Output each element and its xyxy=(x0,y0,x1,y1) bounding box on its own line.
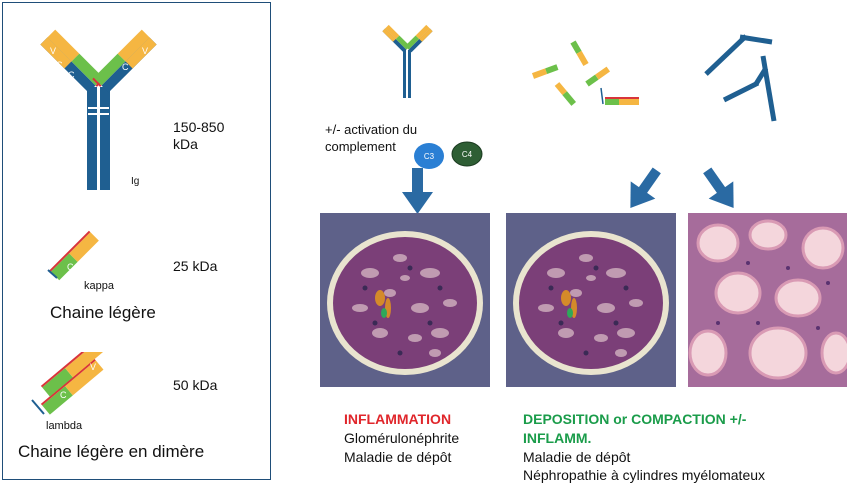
constant-domain-label: C xyxy=(68,70,75,80)
lambda-caption: Chaine légère en dimère xyxy=(18,442,205,461)
constant-domain-label: C xyxy=(67,262,74,272)
heavy-chain-stem-left xyxy=(87,87,97,190)
glomerulus-histology-image xyxy=(320,213,490,387)
inflammation-title: INFLAMMATION xyxy=(344,411,452,427)
deposition-title-line2: INFLAMM. xyxy=(523,430,592,446)
inflammation-item: Glomérulonéphrite xyxy=(344,430,460,446)
c3-protein xyxy=(414,143,444,169)
glomerulus-deposition-histology-image xyxy=(506,213,676,387)
domain-labels: V V C C V V C C xyxy=(32,26,168,80)
variable-domain-label: V xyxy=(32,26,38,36)
disulfide-bond xyxy=(88,107,109,109)
left-fab-arm xyxy=(40,29,105,93)
c4-label: C4 xyxy=(462,150,473,159)
variable-domain-label: V xyxy=(142,46,148,56)
disulfide-bond xyxy=(88,113,109,115)
ig-label: Ig xyxy=(131,176,140,187)
ig-mass-unit: kDa xyxy=(173,136,198,152)
variable-domain-label: V xyxy=(96,378,102,388)
small-immunoglobulin-icon xyxy=(382,24,433,98)
immunoglobulin-diagram: V V C C V V C C xyxy=(32,26,168,190)
kappa-light-chain-diagram: C V xyxy=(47,230,107,281)
cast-fragments xyxy=(704,34,777,122)
complement-text-line1: +/- activation du xyxy=(325,122,418,137)
complement-proteins: C3 C4 xyxy=(414,141,483,169)
lambda-dimer-diagram: C C V V xyxy=(31,352,104,417)
kappa-caption: Chaine légère xyxy=(50,303,156,322)
lambda-label: lambda xyxy=(46,420,83,432)
variable-domain-label: V xyxy=(50,46,56,56)
c4-protein xyxy=(451,141,483,167)
constant-domain-label: C xyxy=(56,60,63,70)
c3-label: C3 xyxy=(424,152,435,161)
arrow-down-icon xyxy=(402,168,433,214)
variable-domain-label: V xyxy=(162,26,168,36)
kappa-mass: 25 kDa xyxy=(173,258,218,274)
constant-domain-label: C xyxy=(63,407,70,417)
arrow-down-left-icon xyxy=(630,167,661,209)
deposition-item: Néphropathie à cylindres myélomateux xyxy=(523,467,766,483)
constant-domain-label: C xyxy=(60,390,67,400)
heavy-chain-stem-right xyxy=(100,87,110,190)
tubular-casts-histology-image xyxy=(688,213,847,387)
inflammation-item: Maladie de dépôt xyxy=(344,449,452,465)
constant-domain-label: C xyxy=(122,62,129,72)
lambda-mass: 50 kDa xyxy=(173,377,218,393)
free-light-chains xyxy=(531,40,639,106)
kappa-label: kappa xyxy=(84,280,114,292)
constant-domain-label: C xyxy=(134,70,141,80)
arrow-down-right-icon xyxy=(703,167,734,209)
deposition-title-line1: DEPOSITION or COMPACTION +/- xyxy=(523,411,747,427)
right-fab-arm xyxy=(92,29,157,93)
molecule-panel xyxy=(2,2,271,480)
complement-text-line2: complement xyxy=(325,139,396,154)
ig-mass: 150-850 xyxy=(173,119,225,135)
variable-domain-label: V xyxy=(90,362,96,372)
deposition-item: Maladie de dépôt xyxy=(523,449,631,465)
variable-domain-label: V xyxy=(101,237,107,247)
